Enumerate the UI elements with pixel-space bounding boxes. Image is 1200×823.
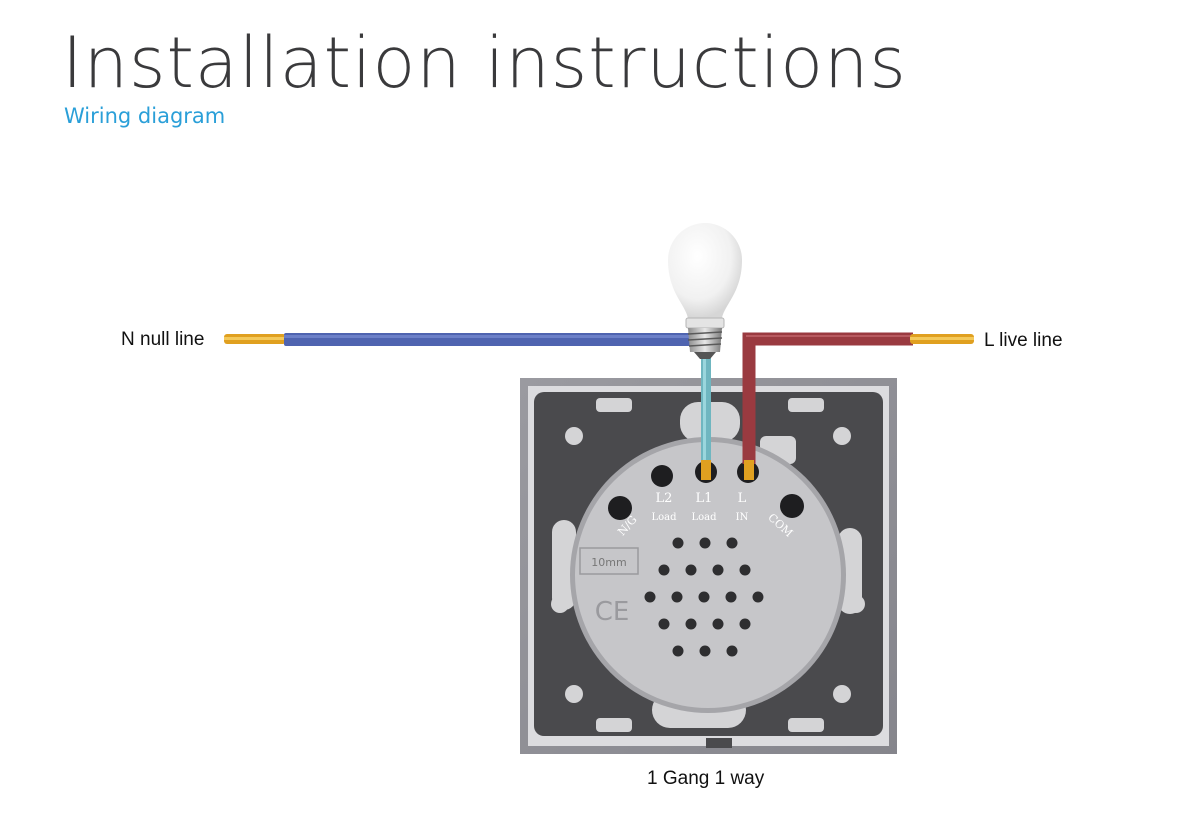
switch-module: 10mm CE bbox=[570, 437, 846, 713]
live-wire bbox=[742, 332, 974, 480]
neutral-line-label: N null line bbox=[121, 329, 205, 350]
light-bulb-icon bbox=[668, 223, 742, 359]
load-wire bbox=[701, 356, 711, 480]
live-line-label: L live line bbox=[984, 330, 1063, 351]
ce-mark: CE bbox=[595, 597, 630, 627]
page-subtitle: Wiring diagram bbox=[64, 104, 226, 128]
terminal-l-label: L bbox=[738, 491, 747, 506]
measure-label: 10mm bbox=[591, 556, 626, 569]
diagram-caption: 1 Gang 1 way bbox=[647, 768, 765, 789]
terminal-l2-label: L2 bbox=[656, 491, 673, 506]
terminal-l1-label: L1 bbox=[696, 491, 713, 506]
vent-holes bbox=[644, 537, 764, 657]
terminal-l1-load-label: Load bbox=[691, 512, 717, 523]
terminal-l2-load-label: Load bbox=[651, 512, 677, 523]
terminal-in-label: IN bbox=[736, 512, 749, 523]
neutral-wire bbox=[224, 333, 696, 346]
page-title: Installation instructions bbox=[62, 22, 907, 104]
